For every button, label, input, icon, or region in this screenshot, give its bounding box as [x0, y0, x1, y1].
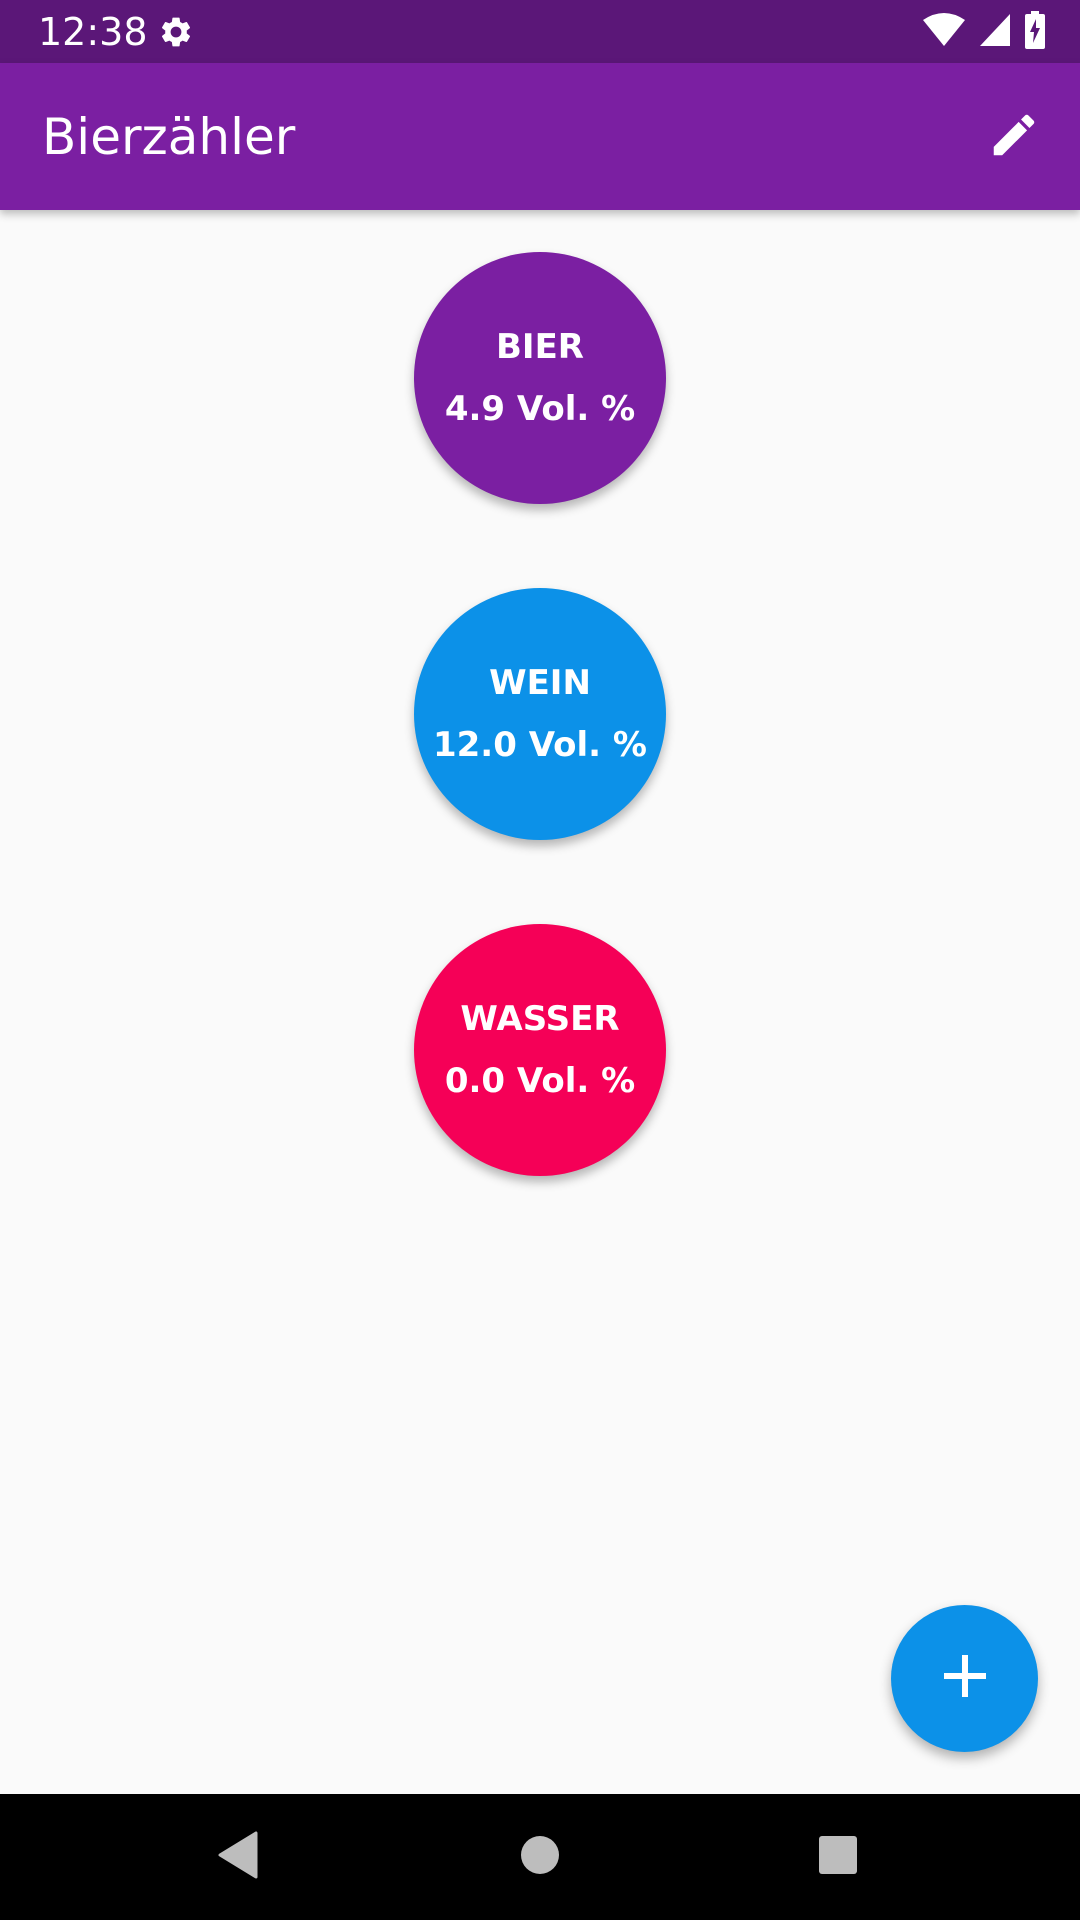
status-bar: 12:38 [0, 0, 1080, 63]
drink-button-bier[interactable]: BIER 4.9 Vol. % [414, 252, 666, 504]
recents-icon [818, 1835, 858, 1880]
plus-icon [942, 1653, 988, 1704]
back-button[interactable] [208, 1827, 268, 1887]
recents-button[interactable] [808, 1827, 868, 1887]
drink-abv: 0.0 Vol. % [444, 1061, 636, 1101]
edit-button[interactable] [980, 103, 1048, 171]
settings-icon [158, 14, 194, 50]
drink-abv: 4.9 Vol. % [444, 389, 636, 429]
edit-icon [987, 108, 1041, 167]
home-icon [520, 1835, 560, 1880]
drink-button-wasser[interactable]: WASSER 0.0 Vol. % [414, 924, 666, 1176]
app-bar: Bierzähler [0, 63, 1080, 210]
drink-name: BIER [496, 327, 584, 367]
app-title: Bierzähler [42, 108, 296, 166]
signal-icon [978, 12, 1012, 53]
drink-name: WASSER [460, 999, 620, 1039]
drink-button-wein[interactable]: WEIN 12.0 Vol. % [414, 588, 666, 840]
wifi-icon [922, 12, 966, 53]
navigation-bar [0, 1794, 1080, 1920]
status-icons [922, 10, 1046, 54]
battery-charging-icon [1024, 10, 1046, 54]
drink-abv: 12.0 Vol. % [432, 725, 647, 765]
status-time: 12:38 [38, 10, 148, 54]
drink-name: WEIN [489, 663, 591, 703]
back-icon [216, 1831, 260, 1884]
home-button[interactable] [510, 1827, 570, 1887]
add-drink-button[interactable] [891, 1605, 1038, 1752]
